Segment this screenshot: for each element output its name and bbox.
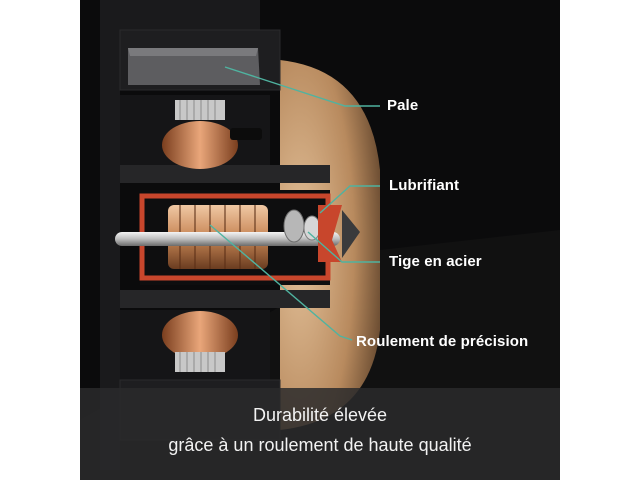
stator-teeth-bottom	[175, 352, 225, 372]
copper-coil-bottom	[162, 311, 238, 359]
callout-line-bearing	[209, 224, 353, 341]
fan-cutaway-illustration	[80, 0, 560, 480]
callout-line-lubricant	[319, 185, 380, 214]
product-photo: Pale Lubrifiant Tige en acier Roulement …	[80, 0, 560, 480]
callout-blade-label: Pale	[387, 97, 419, 114]
callout-lines	[209, 66, 380, 341]
callout-line-steel-shaft	[307, 231, 380, 263]
caption-band	[80, 388, 560, 480]
caption-line-2: grâce à un roulement de haute qualité	[168, 435, 472, 455]
callout-bearing-label: Roulement de précision	[356, 333, 529, 350]
blade-top	[128, 48, 260, 85]
callout-line-blade	[224, 66, 380, 107]
callout-steel-shaft-label: Tige en acier	[389, 253, 482, 270]
steel-shaft	[115, 232, 340, 246]
copper-coil-top	[162, 121, 238, 169]
callout-lubricant-label: Lubrifiant	[389, 177, 460, 194]
lubricant-zone	[318, 205, 342, 262]
stator-teeth-top	[175, 100, 225, 120]
caption-line-1: Durabilité élevée	[252, 405, 388, 425]
